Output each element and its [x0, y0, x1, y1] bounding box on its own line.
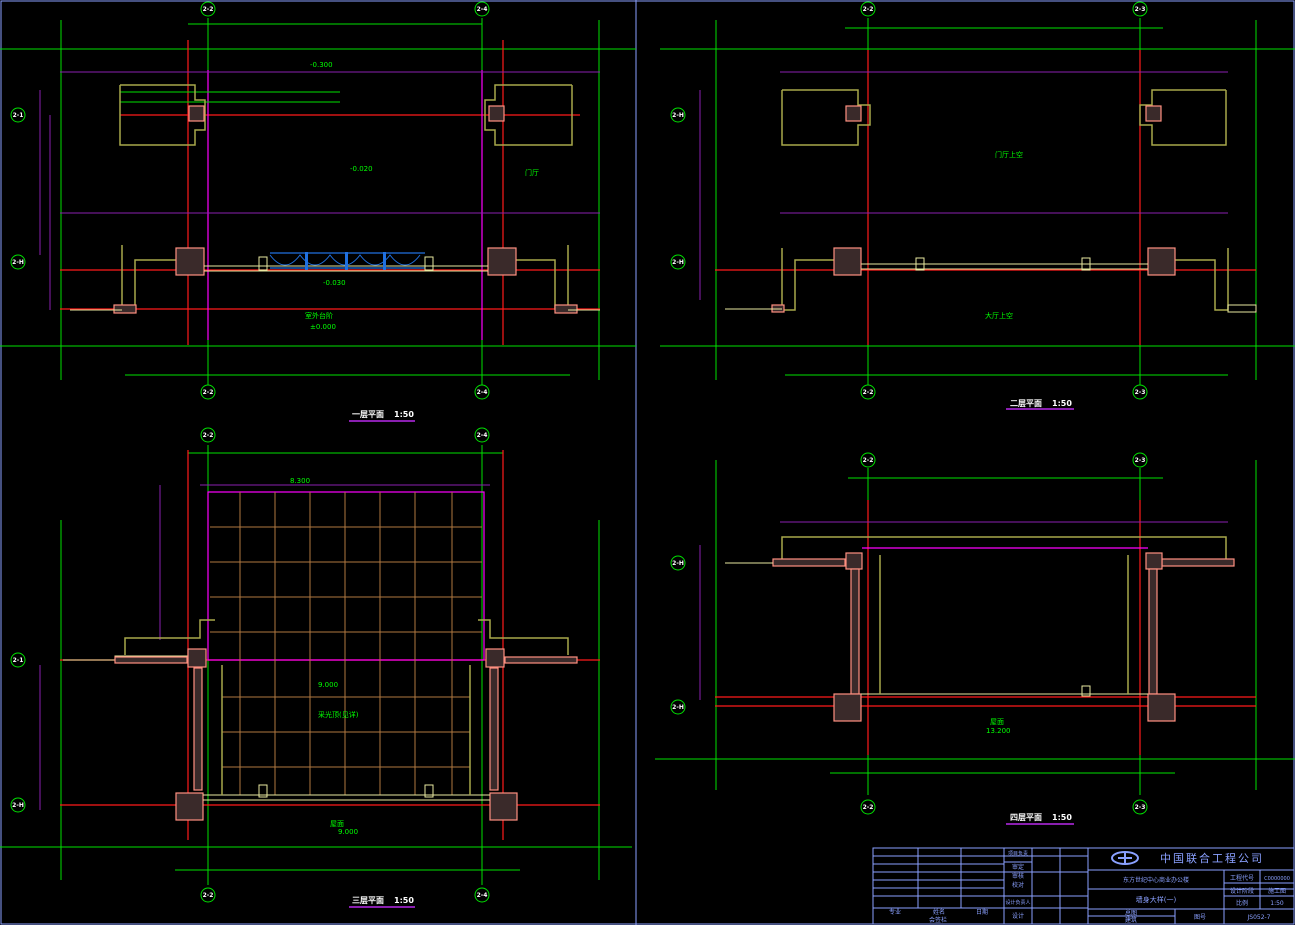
svg-text:2-2: 2-2 — [863, 457, 874, 464]
svg-text:2-4: 2-4 — [477, 892, 488, 899]
elevation-label: -0.300 — [310, 61, 333, 69]
svg-text:2-1: 2-1 — [13, 112, 24, 119]
svg-text:2-4: 2-4 — [477, 432, 488, 439]
svg-text:2-H: 2-H — [672, 112, 684, 119]
discipline-label: 总图 — [1125, 909, 1137, 917]
svg-text:2-2: 2-2 — [203, 892, 214, 899]
axis-bubble: 2-4 — [474, 427, 490, 443]
company-logo-icon — [1111, 851, 1139, 865]
axis-bubble: 2-H — [10, 797, 26, 813]
room-label: 门厅上空 — [995, 150, 1023, 159]
svg-text:2-H: 2-H — [672, 560, 684, 567]
drawing-name: 墙身大样(一) — [1136, 895, 1177, 904]
role-label: 设计负责人 — [1005, 899, 1030, 906]
axis-bubble: 2-2 — [200, 887, 216, 903]
svg-text:2-3: 2-3 — [1135, 389, 1146, 396]
svg-text:2-2: 2-2 — [863, 6, 874, 13]
info-value: C0000000 — [1264, 876, 1290, 882]
axis-bubble: 2-H — [10, 254, 26, 270]
axis-bubble: 2-3 — [1132, 799, 1148, 815]
svg-text:2-4: 2-4 — [477, 6, 488, 13]
info-label: 比例 — [1236, 899, 1248, 907]
info-value: 施工图 — [1268, 887, 1286, 895]
elevation-label: 13.200 — [986, 727, 1011, 735]
footer-label: 日期 — [976, 908, 988, 916]
axis-bubble: 2-H — [670, 107, 686, 123]
role-label: 校对 — [1012, 881, 1024, 889]
room-label: 大厅上空 — [985, 311, 1013, 320]
svg-text:2-H: 2-H — [672, 704, 684, 711]
role-label: 项目负责 — [1008, 850, 1028, 857]
elevation-label: -0.020 — [350, 165, 373, 173]
axis-bubble: 2-3 — [1132, 384, 1148, 400]
elevation-label: 9.000 — [338, 828, 358, 836]
elevation-label: -0.030 — [323, 279, 346, 287]
axis-bubble: 2-2 — [200, 427, 216, 443]
role-label: 设计 — [1012, 912, 1024, 920]
axis-bubble: 2-H — [670, 254, 686, 270]
drawing-no-label: 图号 — [1194, 914, 1206, 921]
axis-bubble: 2-H — [670, 555, 686, 571]
axis-bubble: 2-2 — [200, 1, 216, 17]
room-label: 门厅 — [525, 168, 539, 177]
svg-text:2-H: 2-H — [12, 802, 24, 809]
company-name: 中国联合工程公司 — [1160, 851, 1264, 865]
svg-text:2-3: 2-3 — [1135, 804, 1146, 811]
room-label: 屋面 — [990, 718, 1004, 726]
elevation-label: 9.000 — [318, 681, 338, 689]
room-label: 采光顶(见详) — [318, 710, 359, 719]
axis-bubble: 2-4 — [474, 384, 490, 400]
axis-bubble: 2-2 — [860, 799, 876, 815]
axis-bubble: 2-2 — [200, 384, 216, 400]
svg-text:2-4: 2-4 — [477, 389, 488, 396]
axis-bubble: 2-4 — [474, 887, 490, 903]
axis-bubble: 2-3 — [1132, 1, 1148, 17]
axis-bubble: 2-2 — [860, 1, 876, 17]
svg-text:2-3: 2-3 — [1135, 457, 1146, 464]
axis-bubble: 2-2 — [860, 384, 876, 400]
info-value: 1:50 — [1270, 900, 1284, 907]
countersign-caption: 会签栏 — [929, 916, 947, 924]
plan-3-third-floor: 8.300 9.000 采光顶(见详) 9.000 屋面 2-2 2-4 2-2… — [0, 427, 632, 908]
role-label: 审核 — [1012, 872, 1024, 880]
info-label: 工程代号 — [1230, 874, 1254, 882]
role-label: 审定 — [1012, 863, 1024, 871]
svg-text:2-1: 2-1 — [13, 657, 24, 664]
svg-text:2-2: 2-2 — [203, 389, 214, 396]
discipline-label: 建筑 — [1125, 916, 1137, 924]
axis-bubble: 2-1 — [10, 652, 26, 668]
room-label: 室外台阶 — [305, 311, 333, 320]
axis-bubble: 2-2 — [860, 452, 876, 468]
svg-text:2-3: 2-3 — [1135, 6, 1146, 13]
svg-text:2-2: 2-2 — [203, 6, 214, 13]
project-name: 东方世纪中心商业办公楼 — [1123, 876, 1189, 884]
svg-text:2-2: 2-2 — [863, 804, 874, 811]
axis-bubble: 2-H — [670, 699, 686, 715]
elevation-label: 8.300 — [290, 477, 310, 485]
drawing-no: JS052-7 — [1246, 914, 1270, 921]
info-label: 设计阶段 — [1230, 887, 1254, 895]
svg-text:2-H: 2-H — [672, 259, 684, 266]
axis-bubble: 2-3 — [1132, 452, 1148, 468]
svg-text:2-2: 2-2 — [863, 389, 874, 396]
svg-text:2-2: 2-2 — [203, 432, 214, 439]
footer-label: 专业 — [889, 908, 901, 916]
svg-text:2-H: 2-H — [12, 259, 24, 266]
plan-1-first-floor: -0.300 -0.020 -0.030 ±0.000 室外台阶 门厅 2-2 … — [0, 1, 636, 422]
axis-bubble: 2-1 — [10, 107, 26, 123]
title-block: 中国联合工程公司 东方世纪中心商业办公楼 墙身大样(一) 专业 姓名 日期 会签… — [872, 847, 1295, 925]
axis-bubble: 2-4 — [474, 1, 490, 17]
footer-label: 姓名 — [933, 908, 945, 916]
elevation-label: ±0.000 — [310, 323, 336, 331]
room-label: 屋面 — [330, 820, 344, 828]
